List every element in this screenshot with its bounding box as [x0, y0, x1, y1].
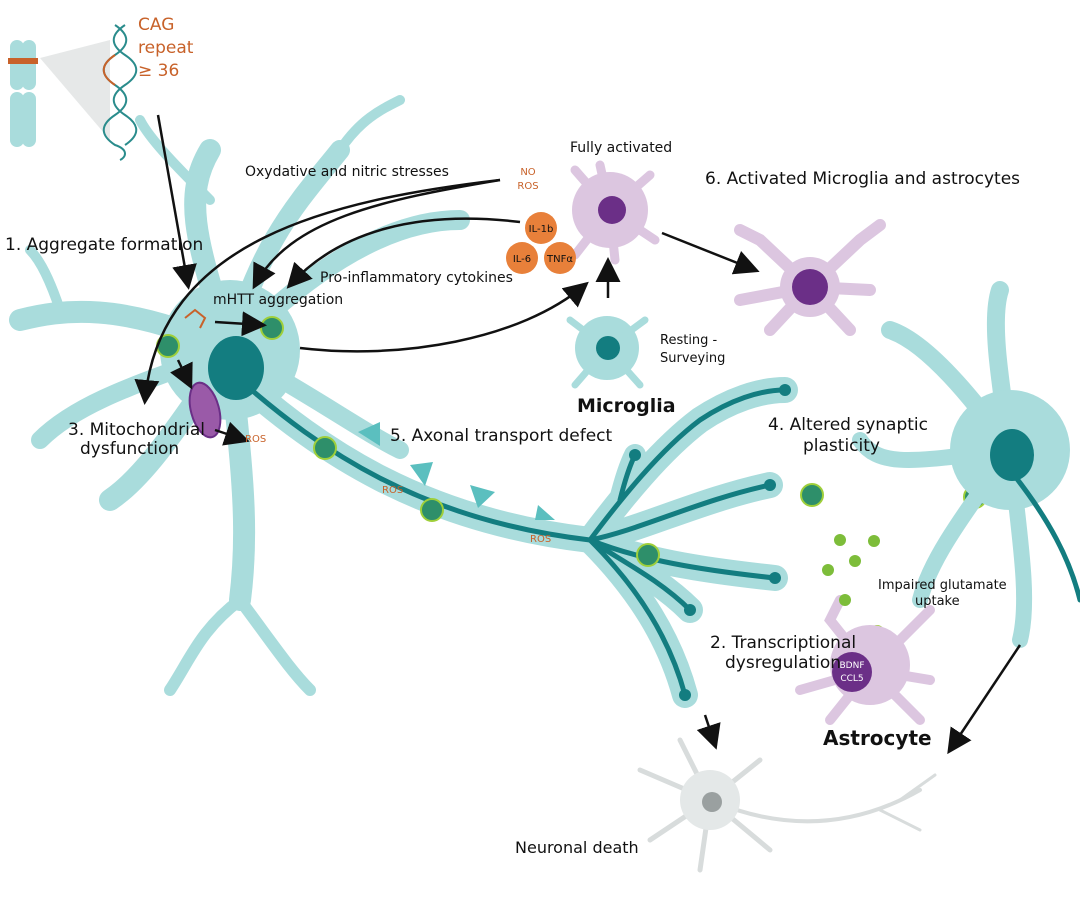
transcript-label-2: dysregulation: [725, 653, 841, 673]
svg-text:TNFα: TNFα: [546, 254, 573, 265]
mito-label-1: 3. Mitochondrial: [68, 420, 205, 440]
astrocyte-label: Astrocyte: [823, 726, 932, 750]
glutamate-dots: [822, 534, 880, 606]
arrows: [134, 114, 1022, 755]
stresses-label: Oxydative and nitric stresses: [245, 164, 449, 180]
neuronal-death-label: Neuronal death: [515, 838, 639, 857]
bdnf-label: BDNF: [839, 661, 864, 671]
transport-arrow-icons: [358, 422, 555, 520]
transcript-label-1: 2. Transcriptional: [710, 633, 856, 653]
axon: [237, 377, 788, 698]
resting-microglia: [566, 316, 649, 389]
mhtt-label: mHTT aggregation: [213, 292, 343, 308]
activated-microglia: [570, 160, 660, 265]
stress-arrow: [252, 178, 501, 290]
synaptic-label-1: 4. Altered synaptic: [768, 415, 928, 435]
dead-neuron: [637, 737, 937, 873]
neuron-nucleus: [208, 336, 264, 400]
cytokines-label: Pro-inflammatory cytokines: [320, 270, 513, 286]
dna-helix-icon: [102, 24, 138, 161]
synaptic-terminals: [629, 384, 791, 701]
mhtt-protein-icon: [184, 308, 207, 329]
threshold-label: ≥ 36: [138, 61, 179, 81]
ros-label: ROS: [517, 181, 538, 192]
ros-axon-label-2: ROS: [530, 534, 551, 545]
cytokine-il1b: IL-1b: [525, 212, 557, 244]
aggregate-formation-label: 1. Aggregate formation: [5, 235, 203, 255]
cag-label: CAG: [138, 15, 174, 35]
repeat-label: repeat: [138, 38, 194, 58]
resting-label-1: Resting -: [660, 333, 718, 348]
synaptic-label-2: plasticity: [803, 436, 880, 456]
no-label: NO: [520, 167, 535, 178]
chromosome-icon: [8, 40, 110, 147]
glutamate-label-1: Impaired glutamate: [878, 578, 1007, 593]
astrocyte: [795, 595, 935, 725]
adjacent-neuron-nucleus: [990, 429, 1034, 481]
ros-axon-label-1: ROS: [382, 485, 403, 496]
svg-text:IL-6: IL-6: [513, 254, 531, 265]
cytokine-il6: IL-6: [506, 242, 538, 274]
adjacent-neuron: [852, 281, 1080, 648]
microglia-label: Microglia: [577, 395, 676, 417]
fully-activated-label: Fully activated: [570, 140, 672, 156]
mito-label-2: dysfunction: [80, 439, 179, 459]
axonal-transport-label: 5. Axonal transport defect: [390, 426, 613, 446]
ros-mito-label: ROS: [245, 434, 266, 445]
resting-label-2: Surveying: [660, 351, 725, 366]
mitochondrion-icon: [188, 381, 222, 439]
ccl5-label: CCL5: [840, 674, 863, 684]
activated-astrocyte-top: [734, 219, 886, 336]
cytokine-tnfa: TNFα: [544, 242, 576, 274]
glutamate-label-2: uptake: [915, 594, 960, 609]
svg-text:IL-1b: IL-1b: [529, 224, 554, 235]
activated-glia-label: 6. Activated Microglia and astrocytes: [705, 169, 1020, 189]
